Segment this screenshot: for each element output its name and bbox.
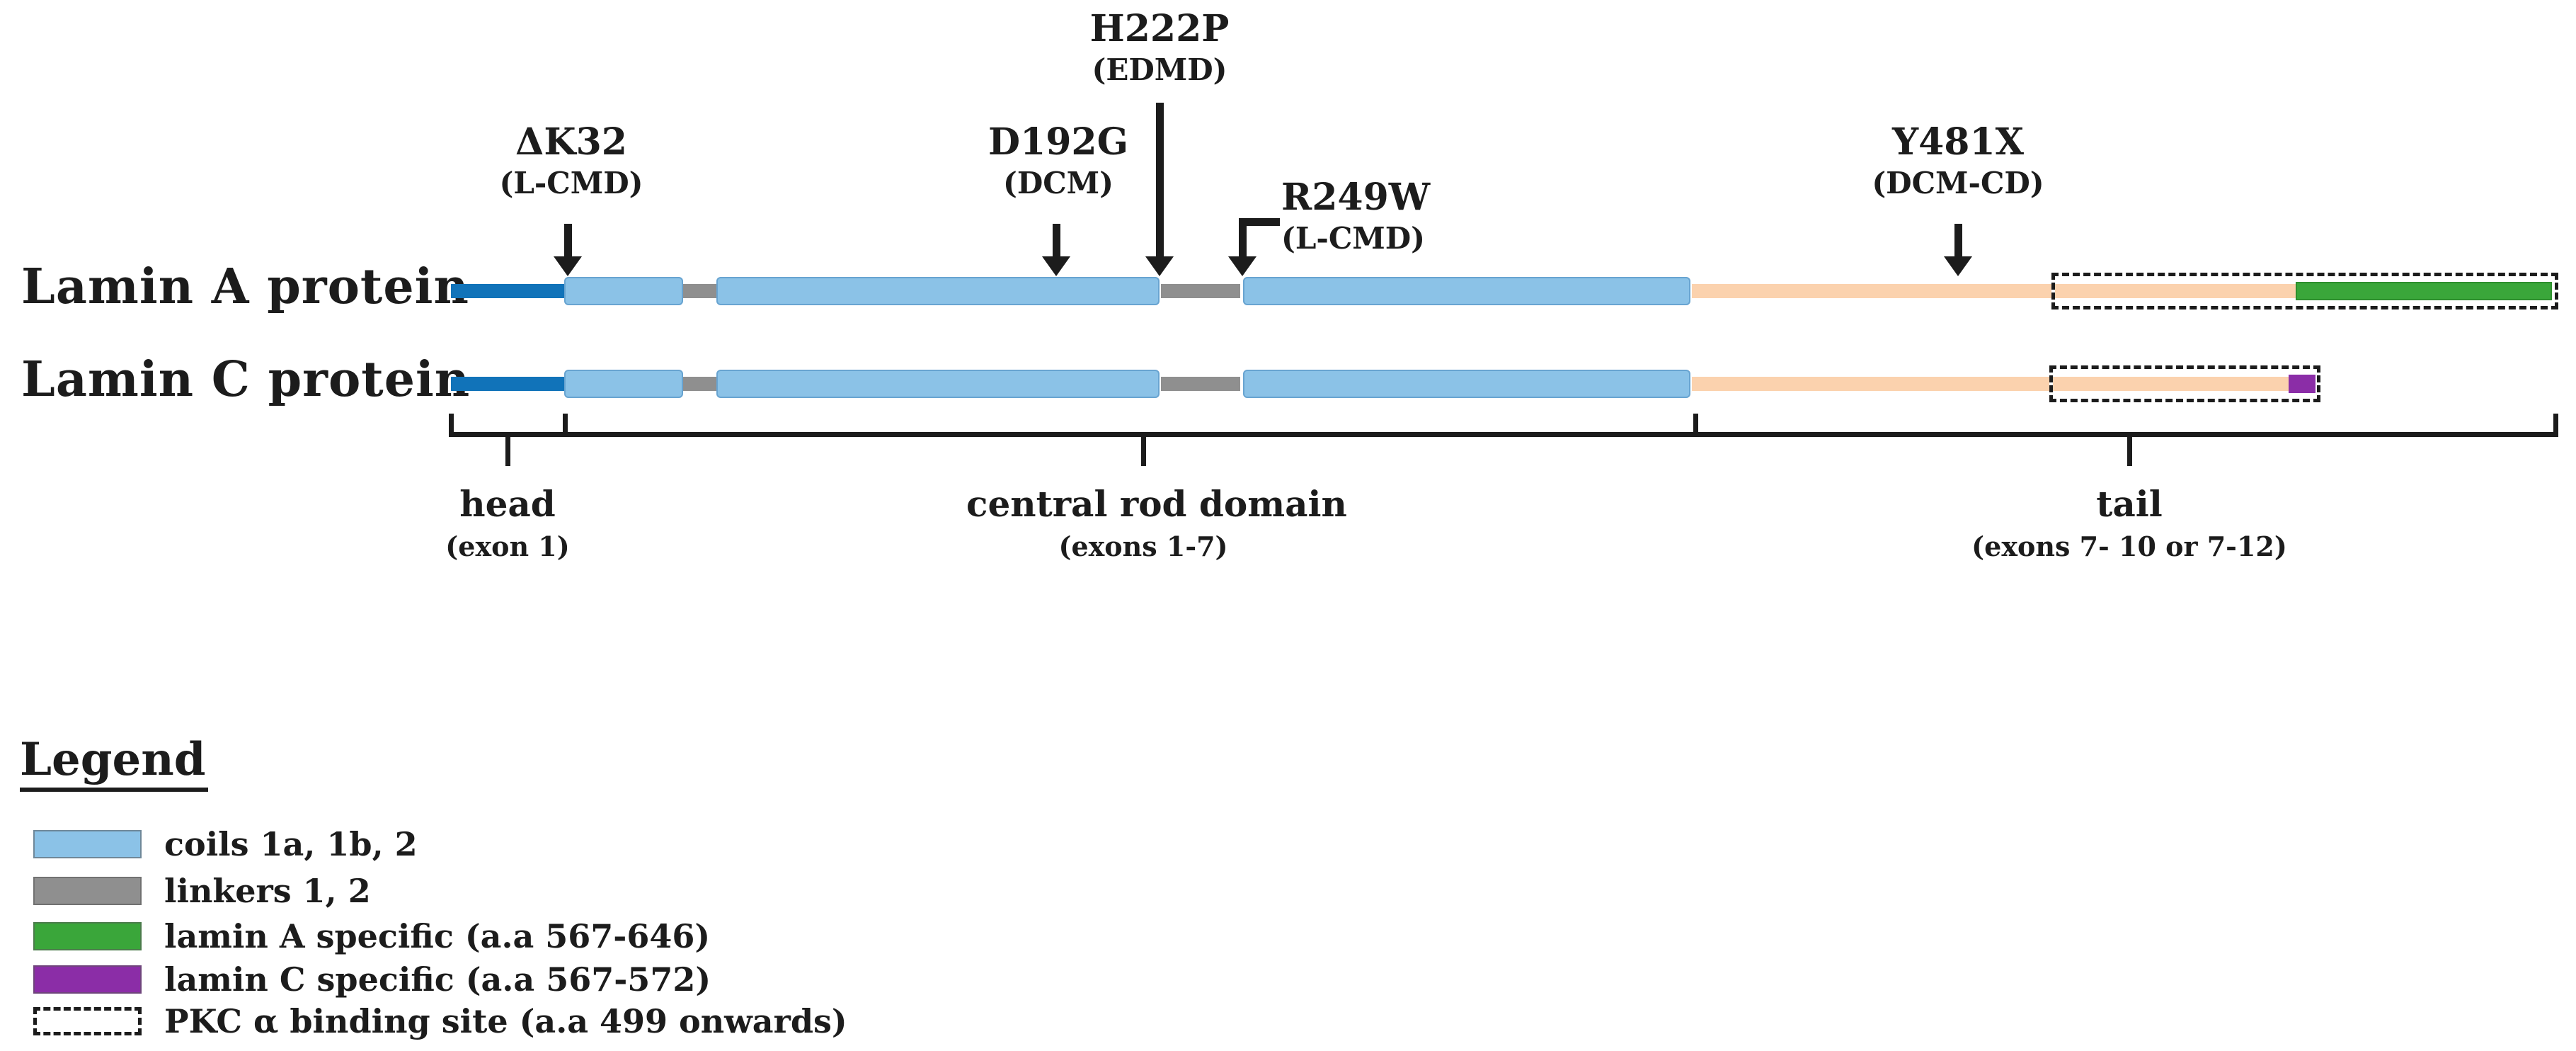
legend-item-linkers: linkers 1, 2	[33, 874, 371, 908]
legend-item-label: lamin A specific (a.a 567-646)	[164, 917, 711, 955]
lamin-c-head-segment	[451, 377, 564, 391]
lamin-a-head-segment	[451, 284, 564, 298]
lamin-a-tail-segment	[1692, 284, 2053, 298]
legend-item-label: PKC α binding site (a.a 499 onwards)	[164, 1002, 847, 1040]
mutation-annotation-h222p: H222P (EDMD)	[1053, 8, 1266, 88]
domain-exons: (exons 7- 10 or 7-12)	[1971, 530, 2287, 562]
legend-item-label: coils 1a, 1b, 2	[164, 825, 418, 863]
coil-swatch-icon	[33, 830, 142, 858]
mutation-disease: (L-CMD)	[499, 166, 643, 200]
lamin-c-linker-1-segment	[683, 377, 716, 391]
domain-exons: (exon 1)	[445, 530, 570, 562]
legend-item-label: lamin C specific (a.a 567-572)	[164, 960, 711, 999]
bracket-cap-tail-right	[2553, 414, 2558, 437]
lamin-c-tail-in-box-segment	[2053, 377, 2289, 391]
domain-exons: (exons 1-7)	[1058, 530, 1228, 562]
bracket-tick-tail	[2127, 433, 2132, 466]
domain-name: tail	[2096, 483, 2163, 525]
bracket-cap-head-left	[449, 414, 454, 437]
lamin-c-coil-1a-segment	[564, 370, 683, 398]
mutation-annotation-dk32: ΔK32 (L-CMD)	[465, 122, 677, 201]
r249w-hook-icon	[1239, 218, 1280, 226]
r249w-arrowhead-icon	[1228, 256, 1256, 276]
domain-name: central rod domain	[966, 483, 1347, 525]
lamin-a-tail-in-box-segment	[2055, 284, 2296, 298]
mutation-name: H222P	[1089, 7, 1230, 50]
lamin-a-coil-2-segment	[1243, 277, 1690, 305]
bracket-cap-head-right	[563, 414, 568, 437]
d192g-arrowhead-icon	[1042, 256, 1070, 276]
lamin-a-row-label: Lamin A protein	[21, 259, 469, 315]
y481x-arrow-icon	[1954, 224, 1962, 259]
lamin-a-specific-segment	[2296, 282, 2552, 300]
legend-item-label: linkers 1, 2	[164, 872, 371, 910]
lamin-c-coil-1b-segment	[716, 370, 1160, 398]
lamin-c-pkc-binding-box	[2049, 365, 2320, 402]
mutation-annotation-r249w: R249W (L-CMD)	[1281, 177, 1536, 256]
dk32-arrow-icon	[564, 224, 572, 259]
domain-label-central-rod: central rod domain (exons 1-7)	[966, 483, 1347, 562]
lamin-a-coil-1a-segment	[564, 277, 683, 305]
domain-name: head	[459, 483, 556, 525]
mutation-disease: (L-CMD)	[1281, 221, 1426, 256]
lamin-a-coil-1b-segment	[716, 277, 1160, 305]
lamin-c-coil-2-segment	[1243, 370, 1690, 398]
mutation-annotation-y481x: Y481X (DCM-CD)	[1852, 122, 2064, 201]
mutation-name: ΔK32	[515, 120, 627, 164]
r249w-arrow-icon	[1239, 218, 1247, 259]
d192g-arrow-icon	[1053, 224, 1060, 259]
linker-swatch-icon	[33, 877, 142, 905]
legend-item-lamin-a-specific: lamin A specific (a.a 567-646)	[33, 919, 710, 953]
lamin-c-tail-segment	[1692, 377, 2049, 391]
legend-title: Legend	[20, 735, 209, 792]
mutation-name: Y481X	[1891, 120, 2024, 164]
bracket-tick-rod	[1141, 433, 1146, 466]
legend-item-pkc-binding-site: PKC α binding site (a.a 499 onwards)	[33, 1004, 847, 1038]
y481x-arrowhead-icon	[1944, 256, 1972, 276]
domain-label-head: head (exon 1)	[401, 484, 614, 562]
legend-item-lamin-c-specific: lamin C specific (a.a 567-572)	[33, 962, 711, 996]
mutation-disease: (EDMD)	[1092, 52, 1227, 87]
lamin-a-linker-1-segment	[683, 284, 716, 298]
mutation-disease: (DCM-CD)	[1872, 166, 2044, 200]
mutation-annotation-d192g: D192G (DCM)	[952, 122, 1164, 201]
lamin-c-linker-2-segment	[1161, 377, 1240, 391]
lamin-a-pkc-binding-box	[2051, 273, 2558, 309]
legend-item-coils: coils 1a, 1b, 2	[33, 827, 418, 861]
domain-label-tail: tail (exons 7- 10 or 7-12)	[1952, 484, 2306, 562]
lamin-c-specific-segment	[2289, 375, 2315, 393]
h222p-arrowhead-icon	[1145, 256, 1174, 276]
dk32-arrowhead-icon	[554, 256, 582, 276]
lamin-a-linker-2-segment	[1161, 284, 1240, 298]
pkc-swatch-icon	[33, 1007, 142, 1035]
lamin-c-swatch-icon	[33, 965, 142, 994]
bracket-baseline	[449, 432, 2558, 437]
bracket-tick-head	[505, 433, 510, 466]
mutation-name: R249W	[1281, 176, 1431, 219]
lamin-a-swatch-icon	[33, 922, 142, 950]
h222p-arrow-icon	[1156, 103, 1164, 259]
mutation-name: D192G	[988, 120, 1129, 164]
lamin-c-row-label: Lamin C protein	[21, 351, 471, 408]
bracket-cap-rod-right	[1693, 414, 1698, 437]
mutation-disease: (DCM)	[1002, 166, 1114, 200]
